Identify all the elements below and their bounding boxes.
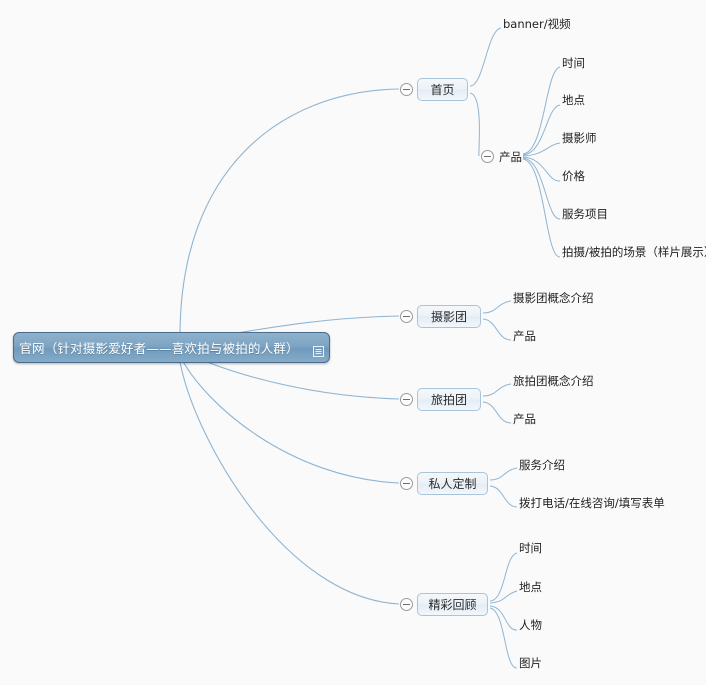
leaf-label-jingcaihuigu-didian: 地点 (519, 580, 542, 594)
branch-label-lupaituan: 旅拍团 (430, 393, 467, 407)
link-root-to-shouye (179, 88, 400, 337)
leaf-label-sheyingtuan-chanpin: 产品 (513, 329, 536, 343)
link-chanpin-to-fuwuxiangmu (522, 157, 561, 220)
branch-label-sirendingzhi: 私人定制 (428, 477, 477, 491)
leaf-label-chanpin-changjing: 拍摄/被拍的场景（样片展示） (562, 245, 706, 259)
leaf-node-chanpin-changjing[interactable]: 拍摄/被拍的场景（样片展示） (562, 245, 706, 259)
leaf-label-lupaituan-chanpin: 产品 (513, 412, 536, 426)
toggle-chanpin-shouye[interactable] (481, 150, 494, 163)
leaf-label-chanpin-fuwuxiangmu: 服务项目 (562, 207, 608, 221)
toggle-lupaituan[interactable] (400, 393, 413, 406)
link-lupaituan-to-chanpin (482, 401, 512, 424)
toggle-jingcaihuigu[interactable] (400, 598, 413, 611)
leaf-node-sheyingtuan-chanpin[interactable]: 产品 (513, 329, 536, 343)
leaf-node-jingcaihuigu-tupian[interactable]: 图片 (519, 656, 542, 670)
leaf-node-chanpin-sheyingshi[interactable]: 摄影师 (562, 131, 597, 145)
leaf-node-jingcaihuigu-renwu[interactable]: 人物 (519, 618, 542, 632)
branch-node-jingcaihuigu[interactable]: 精彩回顾 (417, 593, 488, 616)
leaf-node-sirendingzhi-fuwu[interactable]: 服务介绍 (519, 458, 565, 472)
link-chanpin-to-sheyingshi (522, 142, 561, 157)
link-sheyingtuan-to-gainian (482, 300, 512, 314)
link-chanpin-to-didian (522, 104, 561, 156)
toggle-sheyingtuan[interactable] (400, 310, 413, 323)
leaf-node-sirendingzhi-lianxi[interactable]: 拨打电话/在线咨询/填写表单 (519, 496, 665, 510)
link-jingcaihuigu-to-tupian (489, 607, 518, 669)
leaf-node-jingcaihuigu-shijian[interactable]: 时间 (519, 541, 542, 555)
branch-node-sirendingzhi[interactable]: 私人定制 (417, 472, 488, 495)
link-sirendingzhi-to-fuwu (489, 467, 518, 481)
branch-label-sheyingtuan: 摄影团 (430, 310, 467, 324)
link-chanpin-to-jiage (522, 156, 561, 182)
leaf-node-chanpin-shijian[interactable]: 时间 (562, 56, 585, 70)
root-node-label: 官网（针对摄影爱好者——喜欢拍与被拍的人群） (19, 341, 299, 356)
link-sheyingtuan-to-chanpin (482, 318, 512, 341)
link-shouye-to-banner (469, 27, 502, 87)
link-chanpin-to-shijian (522, 66, 561, 155)
plain-label-chanpin-shouye: 产品 (499, 150, 522, 164)
leaf-node-chanpin-fuwuxiangmu[interactable]: 服务项目 (562, 207, 608, 221)
branch-node-sheyingtuan[interactable]: 摄影团 (417, 305, 481, 328)
link-root-to-jingcaihuigu (179, 361, 400, 605)
leaf-label-chanpin-jiage: 价格 (562, 169, 585, 183)
leaf-label-chanpin-shijian: 时间 (562, 56, 585, 70)
toggle-shouye[interactable] (400, 83, 413, 96)
leaf-label-chanpin-sheyingshi: 摄影师 (562, 131, 597, 145)
link-root-to-sirendingzhi (179, 355, 400, 484)
note-icon[interactable] (312, 342, 324, 357)
leaf-label-jingcaihuigu-tupian: 图片 (519, 656, 542, 670)
branch-label-jingcaihuigu: 精彩回顾 (428, 598, 477, 612)
link-lupaituan-to-gainian (482, 383, 512, 397)
link-sirendingzhi-to-lianxi (489, 485, 518, 508)
leaf-label-lupaituan-gainian: 旅拍团概念介绍 (513, 374, 594, 388)
leaf-node-lupaituan-gainian[interactable]: 旅拍团概念介绍 (513, 374, 594, 388)
root-node[interactable]: 官网（针对摄影爱好者——喜欢拍与被拍的人群） (13, 332, 330, 363)
toggle-sirendingzhi[interactable] (400, 477, 413, 490)
leaf-node-chanpin-jiage[interactable]: 价格 (562, 169, 585, 183)
leaf-node-banner[interactable]: banner/视频 (503, 17, 571, 31)
leaf-label-banner: banner/视频 (503, 17, 571, 31)
leaf-label-sheyingtuan-gainian: 摄影团概念介绍 (513, 291, 594, 305)
link-chanpin-to-changjing (522, 158, 561, 258)
branch-node-lupaituan[interactable]: 旅拍团 (417, 388, 481, 411)
branch-label-shouye: 首页 (430, 83, 455, 97)
link-jingcaihuigu-to-renwu (489, 605, 518, 631)
branch-node-shouye[interactable]: 首页 (417, 78, 468, 101)
leaf-label-sirendingzhi-fuwu: 服务介绍 (519, 458, 565, 472)
leaf-label-jingcaihuigu-shijian: 时间 (519, 541, 542, 555)
leaf-node-jingcaihuigu-didian[interactable]: 地点 (519, 580, 542, 594)
leaf-label-sirendingzhi-lianxi: 拨打电话/在线咨询/填写表单 (519, 496, 665, 510)
link-shouye-to-chanpin (469, 92, 480, 157)
leaf-label-chanpin-didian: 地点 (562, 93, 585, 107)
link-jingcaihuigu-to-didian (489, 590, 518, 604)
leaf-label-jingcaihuigu-renwu: 人物 (519, 618, 542, 632)
link-jingcaihuigu-to-shijian (489, 552, 518, 602)
leaf-node-chanpin-didian[interactable]: 地点 (562, 93, 585, 107)
leaf-node-sheyingtuan-gainian[interactable]: 摄影团概念介绍 (513, 291, 594, 305)
plain-node-chanpin-shouye[interactable]: 产品 (499, 150, 522, 164)
leaf-node-lupaituan-chanpin[interactable]: 产品 (513, 412, 536, 426)
